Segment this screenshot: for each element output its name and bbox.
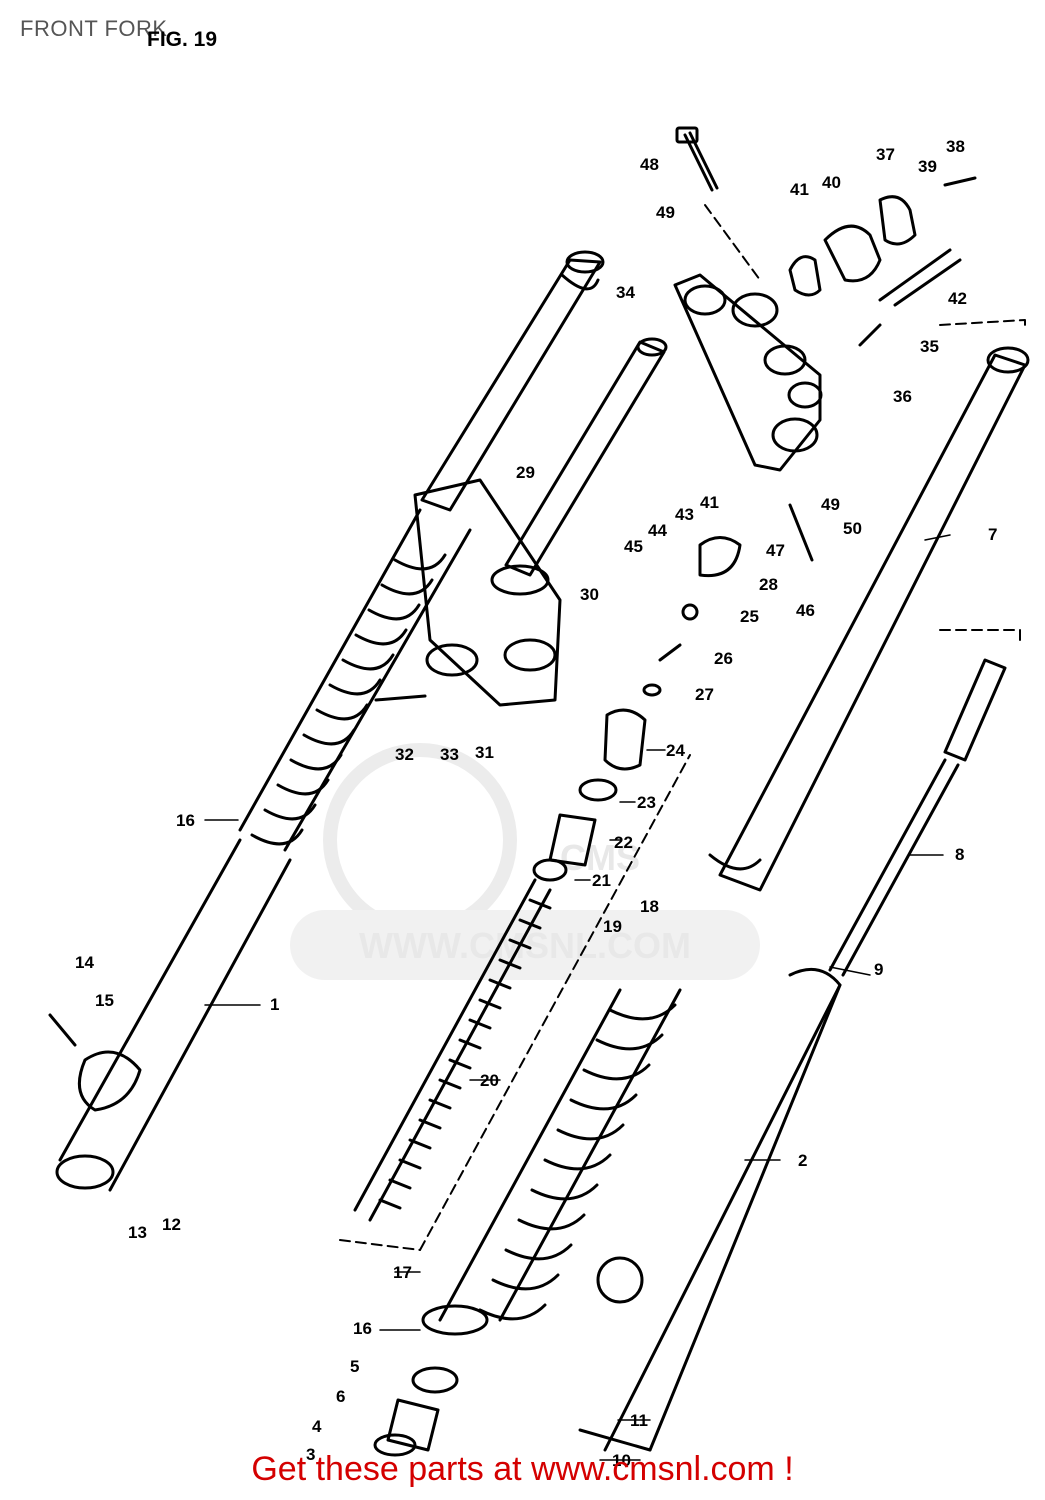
callout-41-bottom: 41 xyxy=(700,493,719,512)
assembly-lines xyxy=(339,204,1026,1251)
callout-12: 12 xyxy=(162,1215,181,1234)
callout-25: 25 xyxy=(740,607,759,626)
callout-9: 9 xyxy=(874,960,883,979)
promo-link[interactable]: Get these parts at www.cmsnl.com ! xyxy=(251,1450,794,1488)
callout-33: 33 xyxy=(440,745,459,764)
callout-34: 34 xyxy=(616,283,635,302)
callout-18: 18 xyxy=(640,897,659,916)
callout-32: 32 xyxy=(395,745,414,764)
right-fork-boot xyxy=(438,988,682,1322)
callout-7: 7 xyxy=(988,525,997,544)
callout-26: 26 xyxy=(714,649,733,668)
callout-1: 1 xyxy=(270,995,279,1014)
promo-banner[interactable]: Get these parts at www.cmsnl.com ! xyxy=(0,1450,1045,1489)
callout-6: 6 xyxy=(336,1387,345,1406)
callout-48: 48 xyxy=(640,155,659,174)
callout-14: 14 xyxy=(75,953,94,972)
callout-28: 28 xyxy=(759,575,778,594)
callout-27: 27 xyxy=(695,685,714,704)
callout-21: 21 xyxy=(592,871,611,890)
callout-37: 37 xyxy=(876,145,895,164)
callout-47: 47 xyxy=(766,541,785,560)
callout-41-top: 41 xyxy=(790,180,809,199)
callout-42: 42 xyxy=(948,289,967,308)
callout-31: 31 xyxy=(475,743,494,762)
figure-label: FIG. 19 xyxy=(147,28,218,51)
callout-35: 35 xyxy=(920,337,939,356)
callout-5: 5 xyxy=(350,1357,359,1376)
bolts xyxy=(48,126,977,1047)
callout-labels: 1 2 3 4 5 6 7 8 9 10 11 12 13 14 15 16 1… xyxy=(75,137,997,1470)
lower-seals xyxy=(373,1304,489,1457)
callout-30: 30 xyxy=(580,585,599,604)
callout-11: 11 xyxy=(630,1411,648,1430)
damper-rod xyxy=(828,658,1007,977)
callout-36: 36 xyxy=(893,387,912,406)
callout-15: 15 xyxy=(95,991,114,1010)
callout-19: 19 xyxy=(603,917,622,936)
callout-16-top: 16 xyxy=(176,811,195,830)
right-inner-tube xyxy=(708,346,1030,892)
callout-49-bottom: 49 xyxy=(821,495,840,514)
callout-29: 29 xyxy=(516,463,535,482)
left-inner-tube xyxy=(420,250,605,512)
callout-16-bottom: 16 xyxy=(353,1319,372,1338)
callout-8: 8 xyxy=(955,845,964,864)
right-outer-tube xyxy=(578,967,842,1452)
fork-spring xyxy=(353,878,552,1222)
callout-40: 40 xyxy=(822,173,841,192)
callout-43: 43 xyxy=(675,505,694,524)
callout-13: 13 xyxy=(128,1223,147,1242)
callout-44: 44 xyxy=(648,521,667,540)
handlebar-clamps xyxy=(788,195,962,307)
callout-2: 2 xyxy=(798,1151,807,1170)
fork-tube-29 xyxy=(504,337,668,577)
page-title: FRONT FORK xyxy=(20,16,168,41)
callout-leaders xyxy=(204,534,951,1461)
lower-bracket xyxy=(413,478,562,707)
callout-38: 38 xyxy=(946,137,965,156)
callout-45: 45 xyxy=(624,537,643,556)
callout-22: 22 xyxy=(614,833,633,852)
callout-39: 39 xyxy=(918,157,937,176)
small-parts xyxy=(532,536,742,882)
callout-4: 4 xyxy=(312,1417,322,1436)
callout-24: 24 xyxy=(666,741,685,760)
callout-17: 17 xyxy=(393,1263,412,1282)
callout-20: 20 xyxy=(480,1071,499,1090)
callout-23: 23 xyxy=(637,793,656,812)
callout-10: 10 xyxy=(612,1451,631,1470)
left-fork-boot xyxy=(238,508,472,852)
top-bracket xyxy=(673,273,823,472)
callout-46: 46 xyxy=(796,601,815,620)
callout-49-top: 49 xyxy=(656,203,675,222)
left-outer-tube xyxy=(55,838,292,1192)
callout-3: 3 xyxy=(306,1445,315,1464)
callout-50: 50 xyxy=(843,519,862,538)
